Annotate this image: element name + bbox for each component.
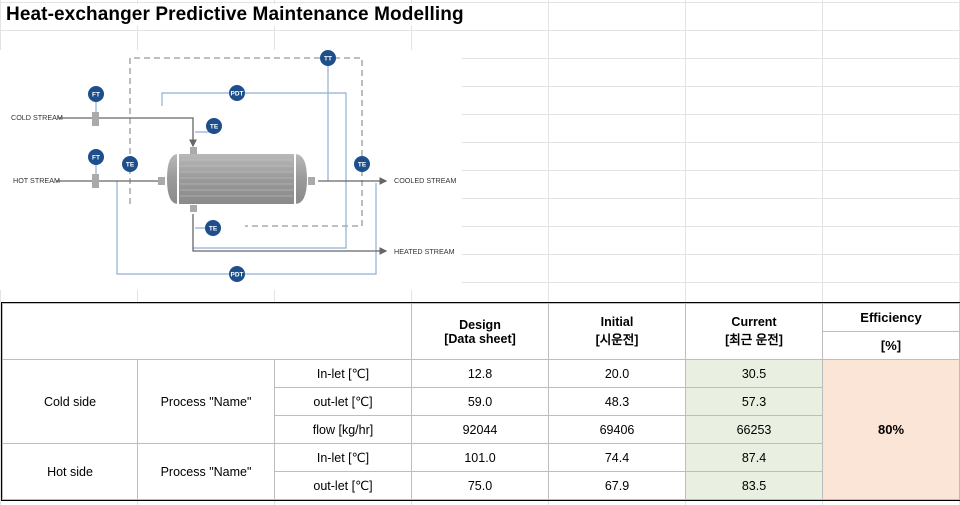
pdt-top-badge: PDT bbox=[229, 85, 245, 101]
current-cell[interactable]: 30.5 bbox=[685, 359, 823, 388]
svg-text:FT: FT bbox=[92, 92, 100, 99]
efficiency-value[interactable]: 80% bbox=[822, 359, 960, 500]
svg-text:FT: FT bbox=[92, 155, 100, 162]
design-cell[interactable]: 59.0 bbox=[411, 387, 549, 416]
pdt-bottom-badge: PDT bbox=[229, 266, 245, 282]
cooled-stream-label: COOLED STREAM bbox=[394, 176, 456, 185]
svg-text:TT: TT bbox=[324, 56, 332, 63]
initial-cell[interactable]: 20.0 bbox=[548, 359, 686, 388]
svg-text:TE: TE bbox=[126, 162, 135, 169]
ft-cold-badge: FT bbox=[88, 86, 104, 102]
ft-hot-badge: FT bbox=[88, 149, 104, 165]
design-header: Design[Data sheet] bbox=[411, 303, 549, 360]
table-row: flow [kg/hr] 92044 69406 66253 bbox=[3, 415, 960, 444]
header-row-1: Design[Data sheet] Initial[시운전] Current[… bbox=[2, 303, 960, 360]
tt-badge: TT bbox=[320, 50, 336, 66]
table-row: out-let [℃] 59.0 48.3 57.3 bbox=[3, 387, 960, 416]
te-hot-outlet-badge: TE bbox=[354, 156, 370, 172]
current-cell[interactable]: 66253 bbox=[685, 415, 823, 444]
param-cell[interactable]: out-let [℃] bbox=[274, 387, 412, 416]
heat-exchanger-data-table: Design[Data sheet] Initial[시운전] Current[… bbox=[1, 302, 960, 501]
cold-stream-label: COLD STREAM bbox=[11, 113, 63, 122]
page-title: Heat-exchanger Predictive Maintenance Mo… bbox=[6, 4, 470, 26]
svg-text:PDT: PDT bbox=[231, 91, 244, 98]
cold-flow-meter bbox=[92, 112, 99, 126]
initial-header: Initial[시운전] bbox=[548, 303, 686, 360]
process-flow-svg: COLD STREAM HOT STREAM COOLED STREAM HEA… bbox=[11, 50, 456, 282]
heat-exchanger-diagram: COLD STREAM HOT STREAM COOLED STREAM HEA… bbox=[0, 50, 462, 290]
initial-cell[interactable]: 69406 bbox=[548, 415, 686, 444]
hot-stream-label: HOT STREAM bbox=[13, 176, 60, 185]
design-cell[interactable]: 75.0 bbox=[411, 471, 549, 500]
pdt-bottom-signal bbox=[116, 181, 377, 275]
design-cell[interactable]: 101.0 bbox=[411, 443, 549, 472]
table-row: Hot side Process "Name" In-let [℃] 101.0… bbox=[2, 443, 960, 500]
cold-stream-line bbox=[58, 117, 197, 148]
efficiency-header: Efficiency bbox=[822, 303, 960, 332]
te-hot-inlet-badge: TE bbox=[122, 156, 138, 172]
initial-cell[interactable]: 67.9 bbox=[548, 471, 686, 500]
heated-stream-line bbox=[192, 214, 388, 255]
hot-flow-meter bbox=[92, 174, 99, 188]
te-cold-outlet-badge: TE bbox=[205, 220, 221, 236]
tt-dashed-loop bbox=[129, 57, 363, 227]
cold-process-name[interactable]: Process "Name" bbox=[137, 359, 275, 444]
design-cell[interactable]: 92044 bbox=[411, 415, 549, 444]
current-cell[interactable]: 57.3 bbox=[685, 387, 823, 416]
heated-stream-label: HEATED STREAM bbox=[394, 247, 455, 256]
svg-text:PDT: PDT bbox=[231, 272, 244, 279]
header-blank bbox=[2, 303, 412, 360]
te-cold-inlet-badge: TE bbox=[206, 118, 222, 134]
header-row-2: [%] bbox=[3, 331, 960, 360]
current-header: Current[최근 운전] bbox=[685, 303, 823, 360]
pdt-top-signal bbox=[161, 92, 347, 249]
svg-text:TE: TE bbox=[209, 226, 218, 233]
param-cell[interactable]: flow [kg/hr] bbox=[274, 415, 412, 444]
current-cell[interactable]: 87.4 bbox=[685, 443, 823, 472]
hot-process-name[interactable]: Process "Name" bbox=[137, 443, 275, 500]
param-cell[interactable]: In-let [℃] bbox=[274, 359, 412, 388]
svg-text:TE: TE bbox=[358, 162, 367, 169]
current-cell[interactable]: 83.5 bbox=[685, 471, 823, 500]
param-cell[interactable]: In-let [℃] bbox=[274, 443, 412, 472]
design-cell[interactable]: 12.8 bbox=[411, 359, 549, 388]
initial-cell[interactable]: 48.3 bbox=[548, 387, 686, 416]
heat-exchanger-vessel bbox=[167, 154, 307, 204]
param-cell[interactable]: out-let [℃] bbox=[274, 471, 412, 500]
efficiency-unit-header: [%] bbox=[822, 331, 960, 360]
table-row: out-let [℃] 75.0 67.9 83.5 bbox=[3, 471, 960, 500]
cold-side-label: Cold side bbox=[2, 359, 138, 444]
svg-text:TE: TE bbox=[210, 124, 219, 131]
initial-cell[interactable]: 74.4 bbox=[548, 443, 686, 472]
table-row: Cold side Process "Name" In-let [℃] 12.8… bbox=[2, 359, 960, 500]
hot-side-label: Hot side bbox=[2, 443, 138, 500]
